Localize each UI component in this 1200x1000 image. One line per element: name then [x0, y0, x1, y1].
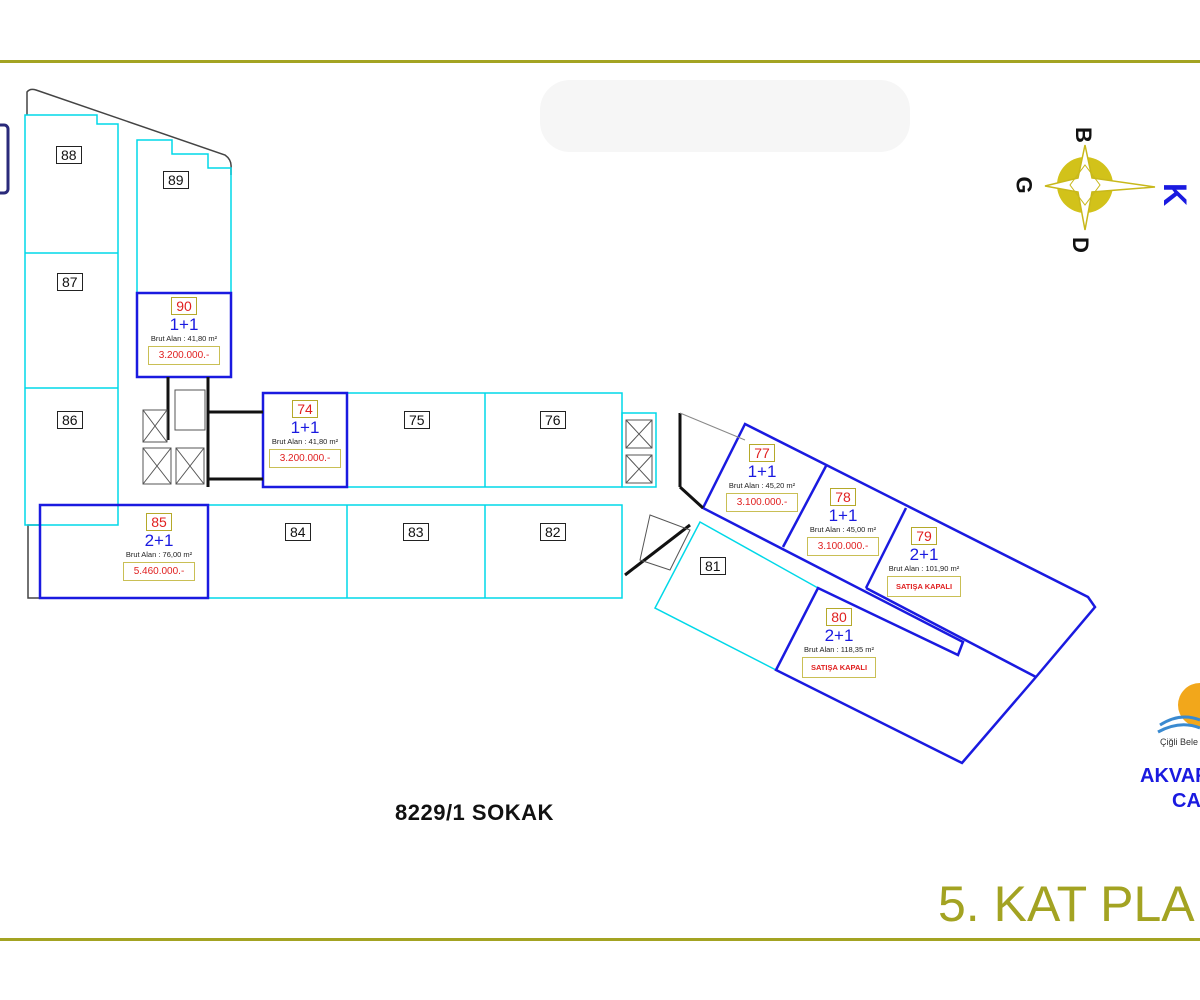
unit-area: Brut Alan : 101,90 m²: [888, 564, 960, 573]
unit-number: 77: [749, 444, 775, 462]
unit-number[interactable]: 89: [163, 171, 189, 189]
unit-price: 3.100.000.-: [806, 537, 880, 556]
unit-number[interactable]: 81: [700, 557, 726, 575]
unit-area: Brut Alan : 45,20 m²: [728, 481, 796, 490]
unit-number[interactable]: 75: [404, 411, 430, 429]
compass-west-label: B: [1070, 127, 1096, 143]
unit-80[interactable]: 80 2+1 Brut Alan : 118,35 m² SATIŞA KAPA…: [784, 608, 894, 678]
brand-line-1: AKVAR: [1140, 765, 1200, 787]
unit-number[interactable]: 76: [540, 411, 566, 429]
side-tab: [0, 123, 10, 195]
faded-watermark: [540, 80, 910, 152]
unit-area: Brut Alan : 45,00 m²: [809, 525, 877, 534]
unit-area: Brut Alan : 118,35 m²: [804, 645, 874, 654]
unit-number: 78: [830, 488, 856, 506]
unit-number: 79: [911, 527, 937, 545]
unit-area: Brut Alan : 41,80 m²: [271, 437, 339, 446]
unit-type: 1+1: [747, 462, 777, 481]
page-title: 5. KAT PLA: [938, 876, 1195, 932]
compass-rose: [1044, 144, 1156, 231]
unit-number[interactable]: 88: [56, 146, 82, 164]
unit-90[interactable]: 90 1+1 Brut Alan : 41,80 m² 3.200.000.-: [129, 297, 239, 365]
unit-number[interactable]: 86: [57, 411, 83, 429]
unit-type: 2+1: [824, 626, 854, 645]
unit-area: Brut Alan : 76,00 m²: [125, 550, 193, 559]
unit-type: 2+1: [144, 531, 174, 550]
available-unit-outlines: [38, 291, 1097, 765]
unit-price: 3.200.000.-: [268, 449, 342, 468]
compass-south-label: G: [1011, 176, 1037, 194]
unit-type: 2+1: [909, 545, 939, 564]
unit-type: 1+1: [828, 506, 858, 525]
top-border-line: [0, 60, 1200, 63]
municipality-logo: [1157, 683, 1200, 734]
unit-77[interactable]: 77 1+1 Brut Alan : 45,20 m² 3.100.000.-: [707, 444, 817, 512]
unit-number: 80: [826, 608, 852, 626]
core-walls: [166, 377, 705, 577]
logo-text: Çiğli Bele: [1160, 737, 1199, 747]
unit-number[interactable]: 84: [285, 523, 311, 541]
compass-north-label: K: [1157, 182, 1194, 207]
unit-price: 5.460.000.-: [122, 562, 196, 581]
street-label: 8229/1 SOKAK: [395, 800, 554, 825]
bottom-border-line: [0, 938, 1200, 941]
brand-line-2: CA: [1172, 790, 1200, 812]
unit-area: Brut Alan : 41,80 m²: [150, 334, 218, 343]
unit-number[interactable]: 83: [403, 523, 429, 541]
other-unit-outlines: [24, 114, 819, 672]
unit-status: SATIŞA KAPALI: [801, 657, 877, 678]
unit-number: 85: [146, 513, 172, 531]
unit-number[interactable]: 82: [540, 523, 566, 541]
elevators-and-stairs: [142, 389, 746, 571]
unit-number: 74: [292, 400, 318, 418]
unit-74[interactable]: 74 1+1 Brut Alan : 41,80 m² 3.200.000.-: [250, 400, 360, 468]
unit-status: SATIŞA KAPALI: [886, 576, 962, 597]
unit-78[interactable]: 78 1+1 Brut Alan : 45,00 m² 3.100.000.-: [788, 488, 898, 556]
unit-type: 1+1: [169, 315, 199, 334]
unit-79[interactable]: 79 2+1 Brut Alan : 101,90 m² SATIŞA KAPA…: [869, 527, 979, 597]
unit-price: 3.100.000.-: [725, 493, 799, 512]
unit-price: 3.200.000.-: [147, 346, 221, 365]
unit-85[interactable]: 85 2+1 Brut Alan : 76,00 m² 5.460.000.-: [104, 513, 214, 581]
compass-east-label: D: [1067, 237, 1093, 253]
balcony-outline: [26, 88, 232, 175]
unit-number[interactable]: 87: [57, 273, 83, 291]
unit-type: 1+1: [290, 418, 320, 437]
balcony-outline: [27, 524, 40, 599]
unit-number: 90: [171, 297, 197, 315]
